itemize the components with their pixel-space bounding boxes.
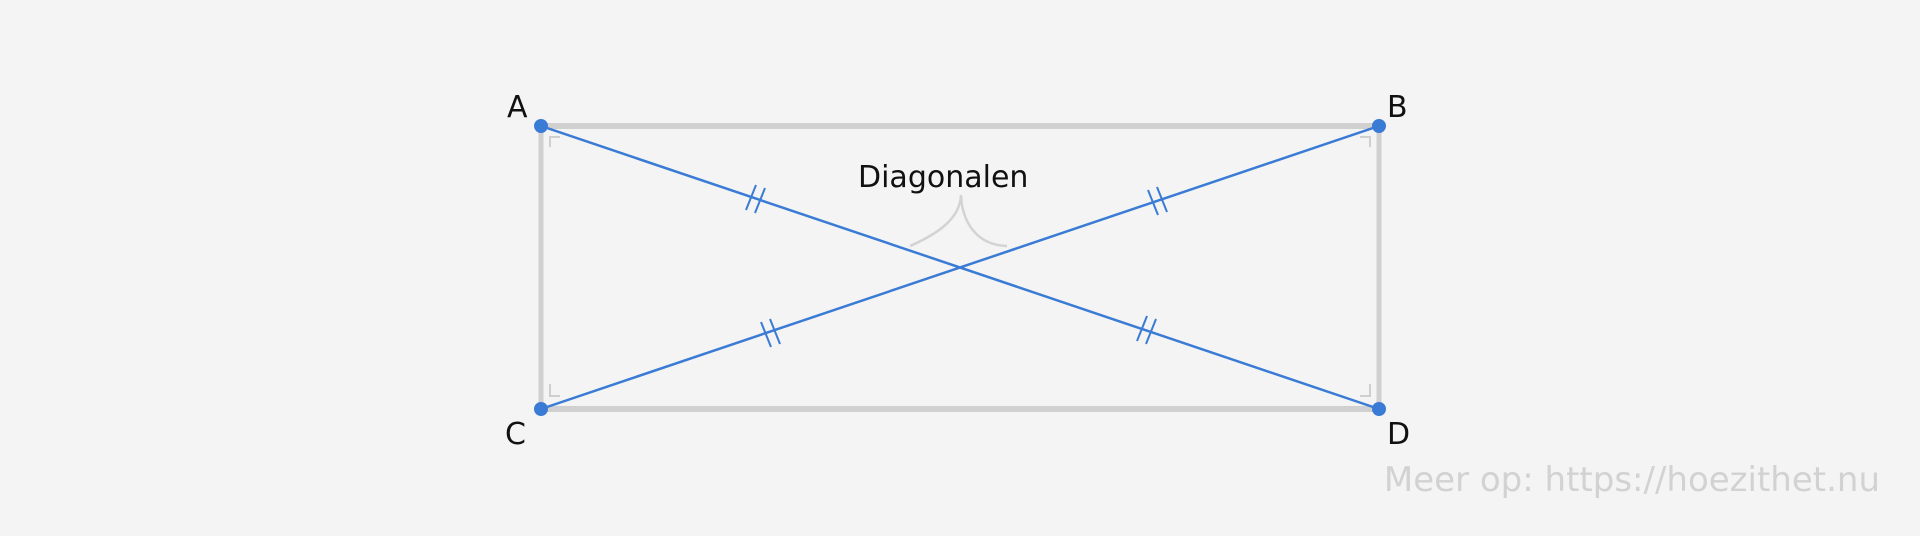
vertex-point-d [1372, 402, 1386, 416]
right-angle-marker-d [1360, 384, 1371, 397]
tick-mark-upper-left [745, 184, 766, 214]
right-angle-marker-c [549, 384, 560, 397]
vertex-label-c: C [505, 417, 526, 452]
caption-diagonalen: Diagonalen [858, 160, 1028, 195]
right-angle-marker-b [1360, 136, 1371, 147]
vertex-label-d: D [1387, 417, 1410, 452]
diagonal-cb [540, 124, 1380, 411]
watermark-text: Meer op: https://hoezithet.nu [1384, 460, 1880, 500]
vertex-label-b: B [1387, 90, 1408, 125]
tick-mark-lower-left [760, 318, 781, 348]
tick-mark-upper-right [1147, 186, 1168, 216]
vertex-label-a: A [507, 90, 528, 125]
right-angle-marker-a [549, 136, 560, 147]
tick-mark-lower-right [1136, 315, 1157, 345]
caption-brace [909, 194, 1008, 248]
vertex-point-b [1372, 119, 1386, 133]
vertex-point-c [534, 402, 548, 416]
vertex-point-a [534, 119, 548, 133]
